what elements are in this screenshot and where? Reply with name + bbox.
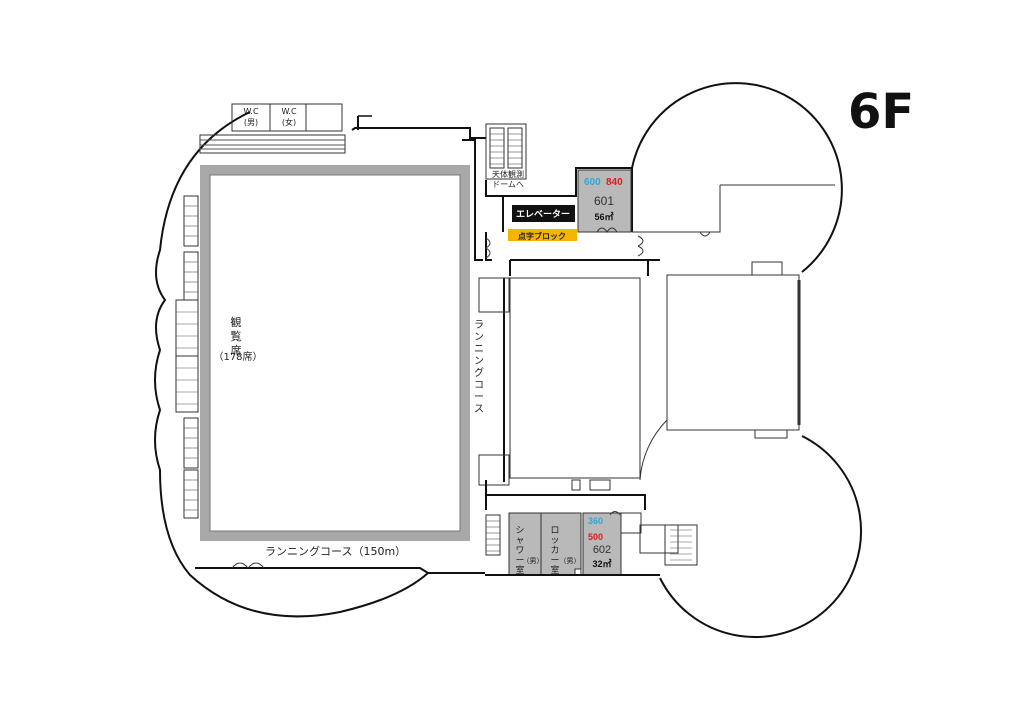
svg-text:シ: シ [515,526,524,536]
right-bottom-circle [659,435,863,639]
shower-room [508,512,542,576]
room-601-name: 601 [594,194,614,208]
svg-text:ニ: ニ [474,344,484,355]
svg-text:ャ: ャ [515,536,524,546]
observatory-label-line1: 天体観測 [492,169,524,179]
svg-text:ロ: ロ [550,526,559,536]
svg-text:室: 室 [515,564,524,576]
observatory-label-line2: ドームへ [492,180,524,189]
svg-text:グ: グ [474,366,484,379]
room-602[interactable] [582,512,622,576]
stairs-bottom-right [639,524,698,566]
room-601[interactable] [577,169,632,233]
restroom-women-sub: (女) [282,117,296,127]
observatory-stairs [485,123,527,180]
room-602-capacity-red: 500 [588,532,603,542]
floor-label: 6F [848,84,914,140]
right-top-circle [631,82,843,273]
svg-text:（男）: （男） [523,557,544,565]
svg-text:ー: ー [515,556,524,566]
svg-text:ッ: ッ [550,536,559,546]
svg-text:コ: コ [474,380,484,391]
room-602-name: 602 [593,544,611,556]
locker-room [540,512,582,576]
svg-text:カ: カ [550,545,559,556]
stairs-top-left [199,134,346,154]
seating-label: 観 覧 席 （178席） [213,315,262,363]
center-gym [509,277,641,479]
running-course-bottom-label: ランニングコース（150m） [265,544,406,558]
svg-text:ン: ン [474,332,484,343]
room-602-area: 32㎡ [592,558,611,569]
svg-text:ー: ー [474,392,484,403]
svg-text:ワ: ワ [515,546,524,556]
svg-text:ン: ン [474,356,484,367]
restroom-men-sub: (男) [244,118,258,127]
restroom-men-label: W.C [243,107,259,116]
svg-text:ー: ー [550,556,559,566]
svg-text:覧: 覧 [231,329,242,343]
seating-stands [175,195,199,519]
room-601-capacity-red: 840 [606,177,623,188]
running-course-vertical-label: ラ ン ニ ン グ コ ー ス [474,319,484,415]
braille-block [508,229,577,241]
room-602-capacity-blue: 360 [588,516,603,526]
svg-text:ス: ス [474,404,484,415]
stairs-bottom [485,514,501,556]
elevator [512,205,575,222]
left-building-outline [154,111,429,618]
restroom-block [231,103,343,132]
svg-text:（178席）: （178席） [213,350,262,363]
room-601-capacity-blue: 600 [584,177,601,188]
arena-floor [209,174,461,532]
restroom-women-label: W.C [281,107,297,116]
svg-text:室: 室 [550,564,559,576]
svg-text:（男）: （男） [560,557,581,565]
svg-text:観: 観 [231,315,242,329]
svg-text:席: 席 [231,343,242,357]
right-gym [666,274,800,431]
elevator-label: エレベーター [516,208,570,220]
svg-text:ラ: ラ [474,319,484,331]
braille-block-label: 点字ブロック [518,231,566,241]
room-601-area: 56㎡ [594,211,613,222]
